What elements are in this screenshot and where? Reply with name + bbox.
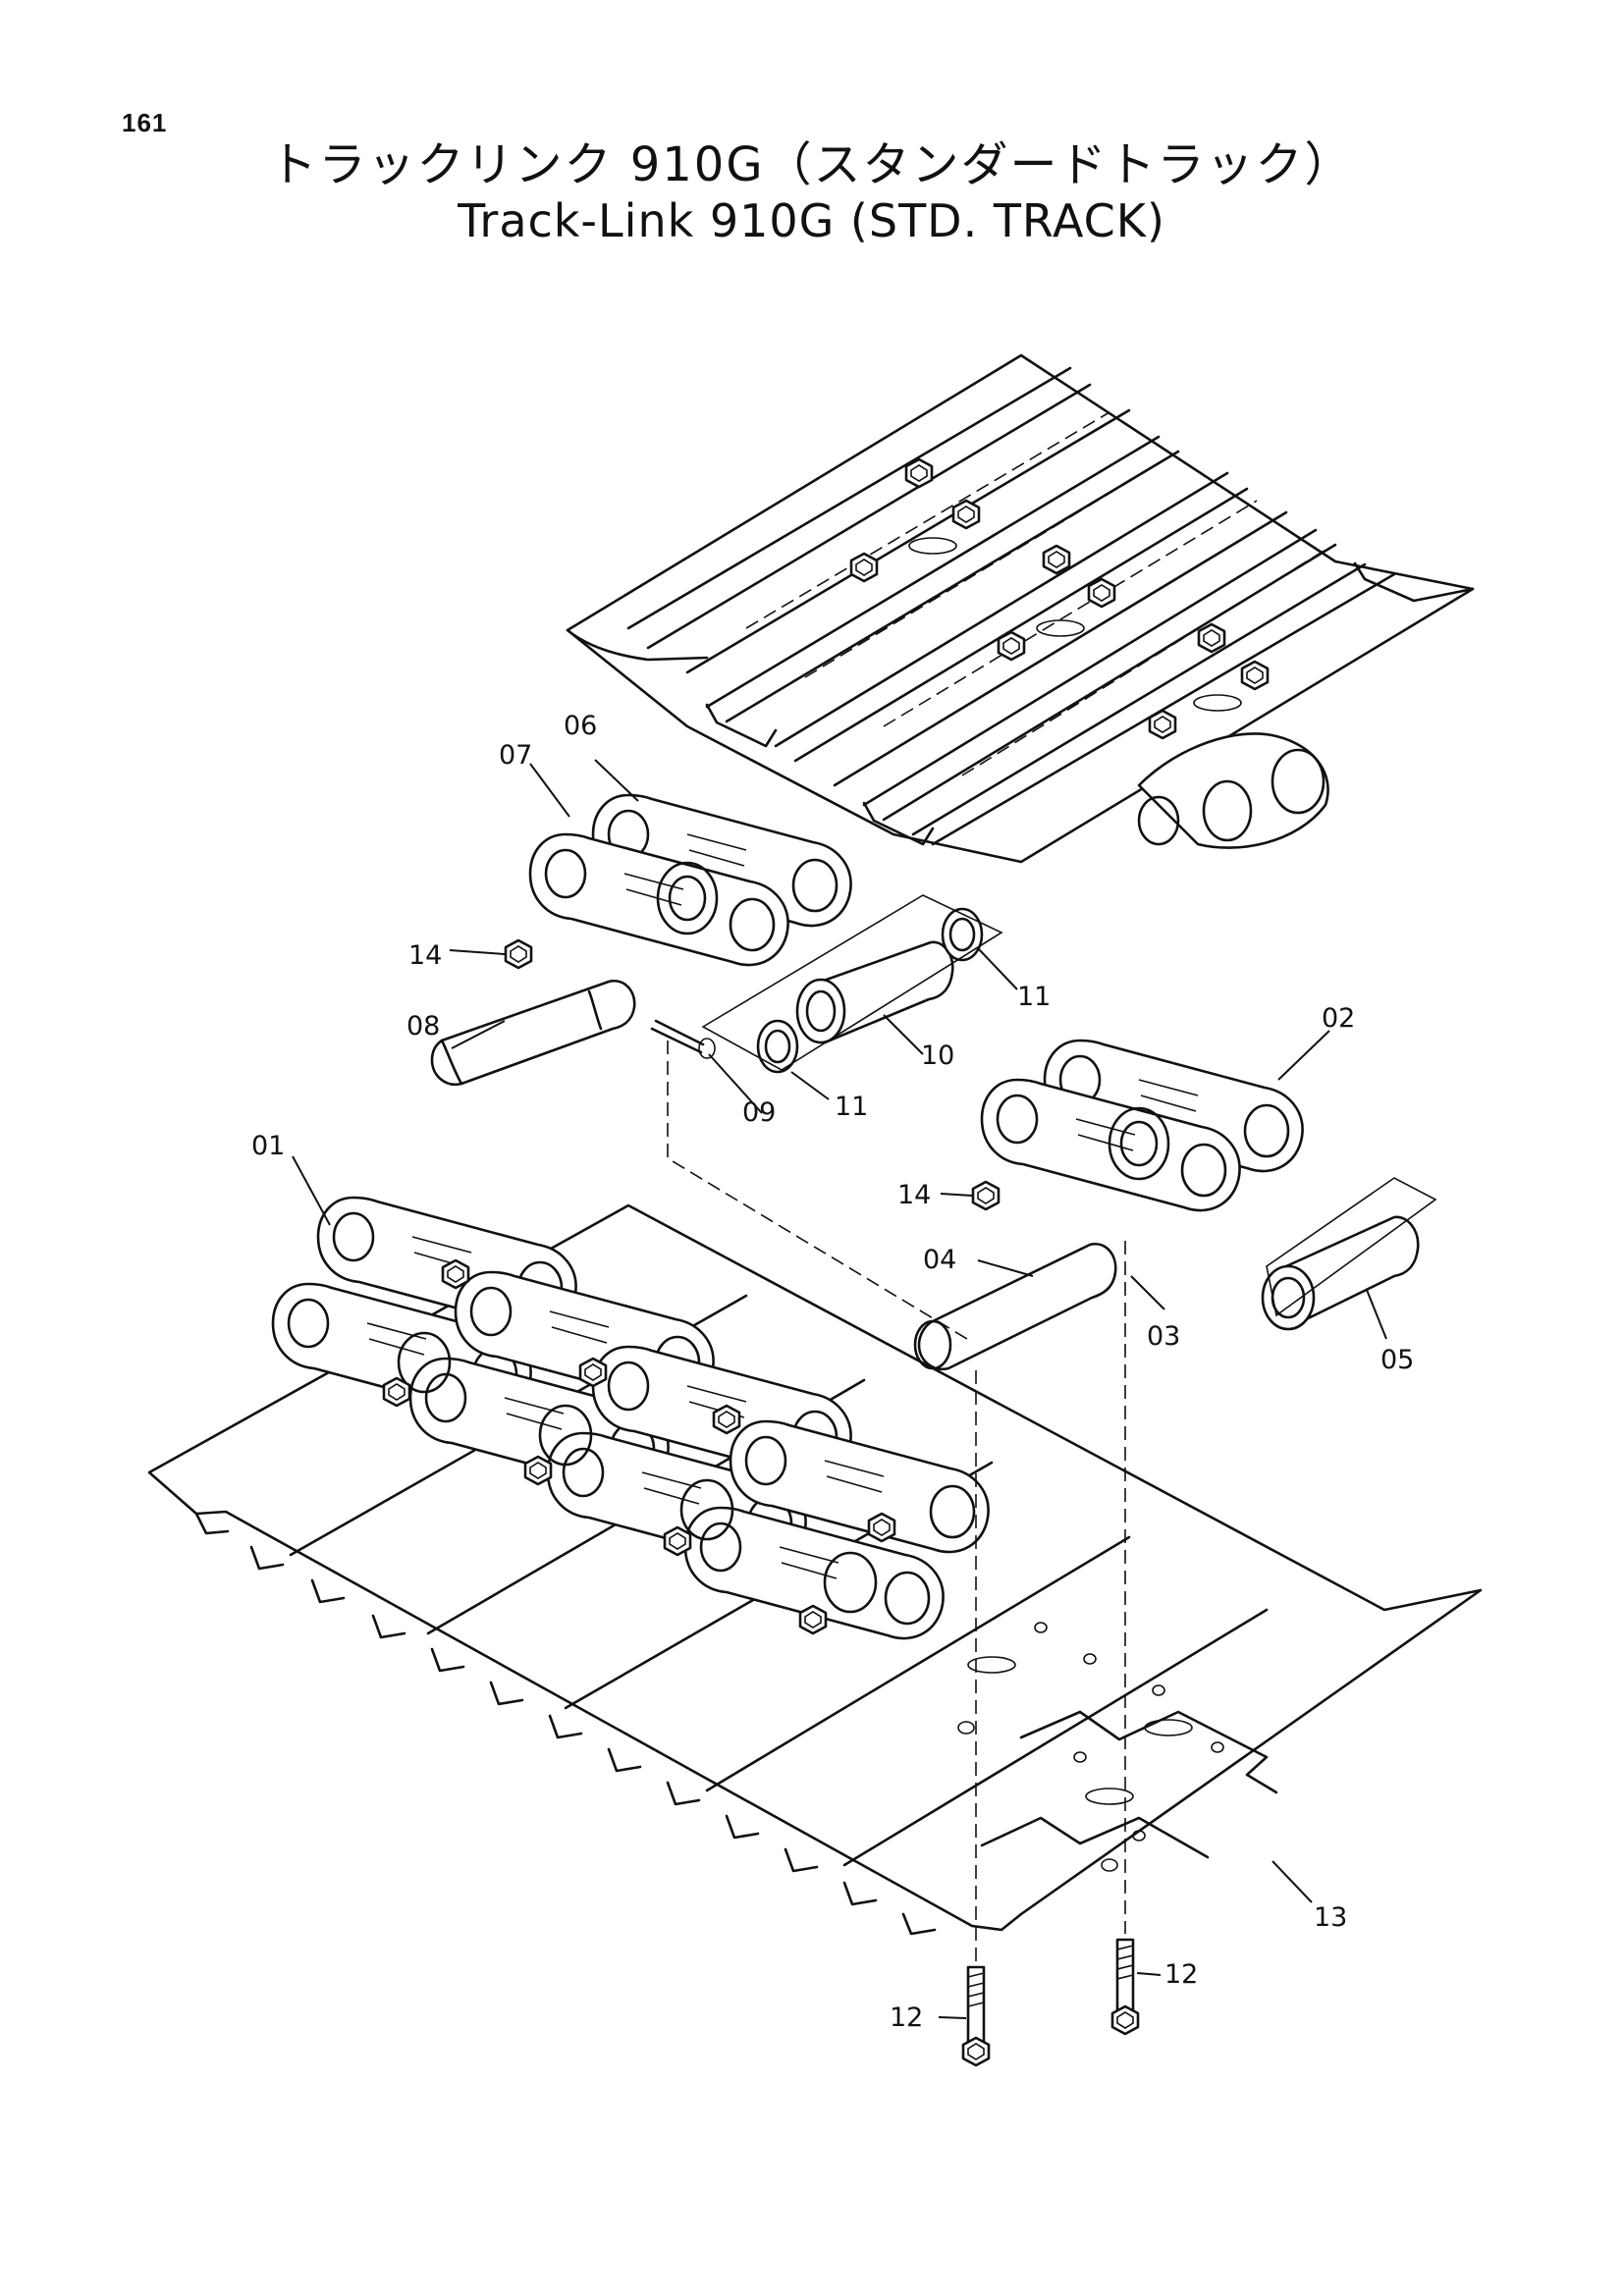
page-number: 161 — [122, 108, 168, 137]
callout-07: 07 — [499, 740, 532, 771]
callout-12-right: 12 — [1164, 1959, 1198, 1990]
bushing-05 — [1261, 1215, 1420, 1331]
seal-11-upper — [941, 907, 984, 962]
callout-03: 03 — [1147, 1321, 1180, 1352]
callout-02: 02 — [1322, 1003, 1355, 1034]
callout-13: 13 — [1314, 1902, 1347, 1933]
link-pair-06-07 — [528, 793, 852, 967]
seal-11-lower — [756, 1019, 799, 1074]
title-japanese: トラックリンク 910G（スタンダードトラック） — [269, 137, 1354, 192]
callout-14-upper: 14 — [408, 940, 442, 971]
callout-11-lower: 11 — [835, 1092, 868, 1122]
callout-06: 06 — [564, 711, 597, 741]
link-pair-02-03 — [980, 1039, 1304, 1212]
pin-08 — [430, 980, 636, 1087]
callout-01: 01 — [251, 1131, 285, 1161]
callout-10: 10 — [921, 1041, 954, 1071]
link-chain-01 — [271, 1196, 990, 1640]
callout-11-upper: 11 — [1017, 982, 1051, 1012]
callout-04: 04 — [923, 1245, 956, 1275]
title-english: Track-Link 910G (STD. TRACK) — [458, 194, 1165, 247]
track-bolt-12-left — [961, 1965, 991, 2067]
callout-12-left: 12 — [890, 2002, 923, 2033]
cotter-pin-09 — [650, 1019, 716, 1059]
bushing-10 — [795, 940, 954, 1044]
callout-14-lower: 14 — [897, 1180, 931, 1210]
upper-track-shoes — [566, 353, 1475, 864]
callout-05: 05 — [1380, 1345, 1414, 1375]
track-bolt-12-right — [1110, 1938, 1140, 2036]
callout-08: 08 — [406, 1011, 440, 1041]
callout-09: 09 — [742, 1097, 776, 1128]
